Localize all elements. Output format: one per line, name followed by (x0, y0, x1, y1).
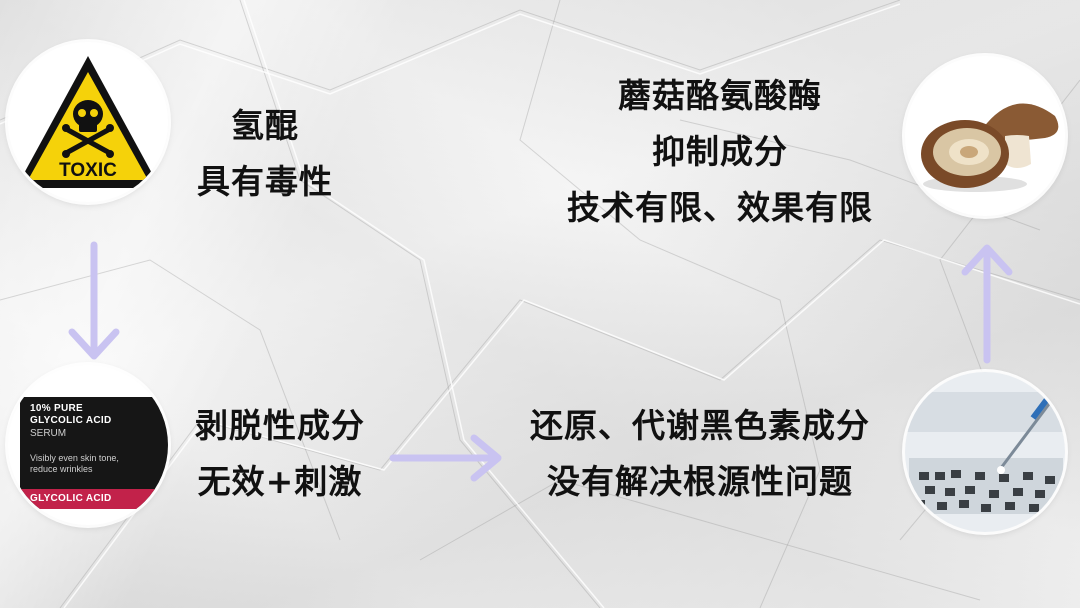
serum-line-1: 剥脱性成分 (180, 398, 380, 454)
arrow-right (388, 430, 508, 490)
serum-box-line-3: SERUM (30, 428, 66, 439)
toxic-circle: TOXIC (8, 42, 168, 202)
lab-label: 还原、代谢黑色素成分 没有解决根源性问题 (500, 398, 900, 510)
toxic-warning-icon: TOXIC (8, 42, 168, 202)
mushroom-line-2: 抑制成分 (540, 124, 900, 180)
serum-label: 剥脱性成分 无效+刺激 (180, 398, 380, 510)
mushroom-line-3: 技术有限、效果有限 (540, 180, 900, 236)
lab-pipette-image (905, 372, 1065, 532)
serum-box-image: 10% PURE GLYCOLIC ACID SERUM Visibly eve… (20, 397, 168, 509)
arrow-down (64, 240, 124, 365)
lab-line-2: 没有解决根源性问题 (500, 454, 900, 510)
toxic-label: 氢醌 具有毒性 (180, 98, 350, 210)
serum-box-line-1: 10% PURE (30, 403, 83, 414)
mushroom-line-1: 蘑菇酪氨酸酶 (540, 68, 900, 124)
mushroom-label: 蘑菇酪氨酸酶 抑制成分 技术有限、效果有限 (540, 68, 900, 236)
serum-line-2: 无效+刺激 (180, 454, 380, 510)
serum-box-bar-text: GLYCOLIC ACID (30, 493, 112, 504)
serum-box-line-4: Visibly even skin tone, (30, 453, 119, 463)
mushroom-circle (905, 56, 1065, 216)
toxic-line-2: 具有毒性 (180, 154, 350, 210)
lab-line-1: 还原、代谢黑色素成分 (500, 398, 900, 454)
mushroom-image (905, 56, 1065, 216)
toxic-line-1: 氢醌 (180, 98, 350, 154)
serum-box-line-5: reduce wrinkles (30, 464, 93, 474)
arrow-up (957, 240, 1017, 365)
lab-circle (905, 372, 1065, 532)
toxic-badge-text: TOXIC (59, 160, 117, 181)
serum-box-bar: GLYCOLIC ACID (20, 489, 168, 509)
serum-box-line-2: GLYCOLIC ACID (30, 415, 112, 426)
serum-circle: 10% PURE GLYCOLIC ACID SERUM Visibly eve… (8, 365, 168, 525)
